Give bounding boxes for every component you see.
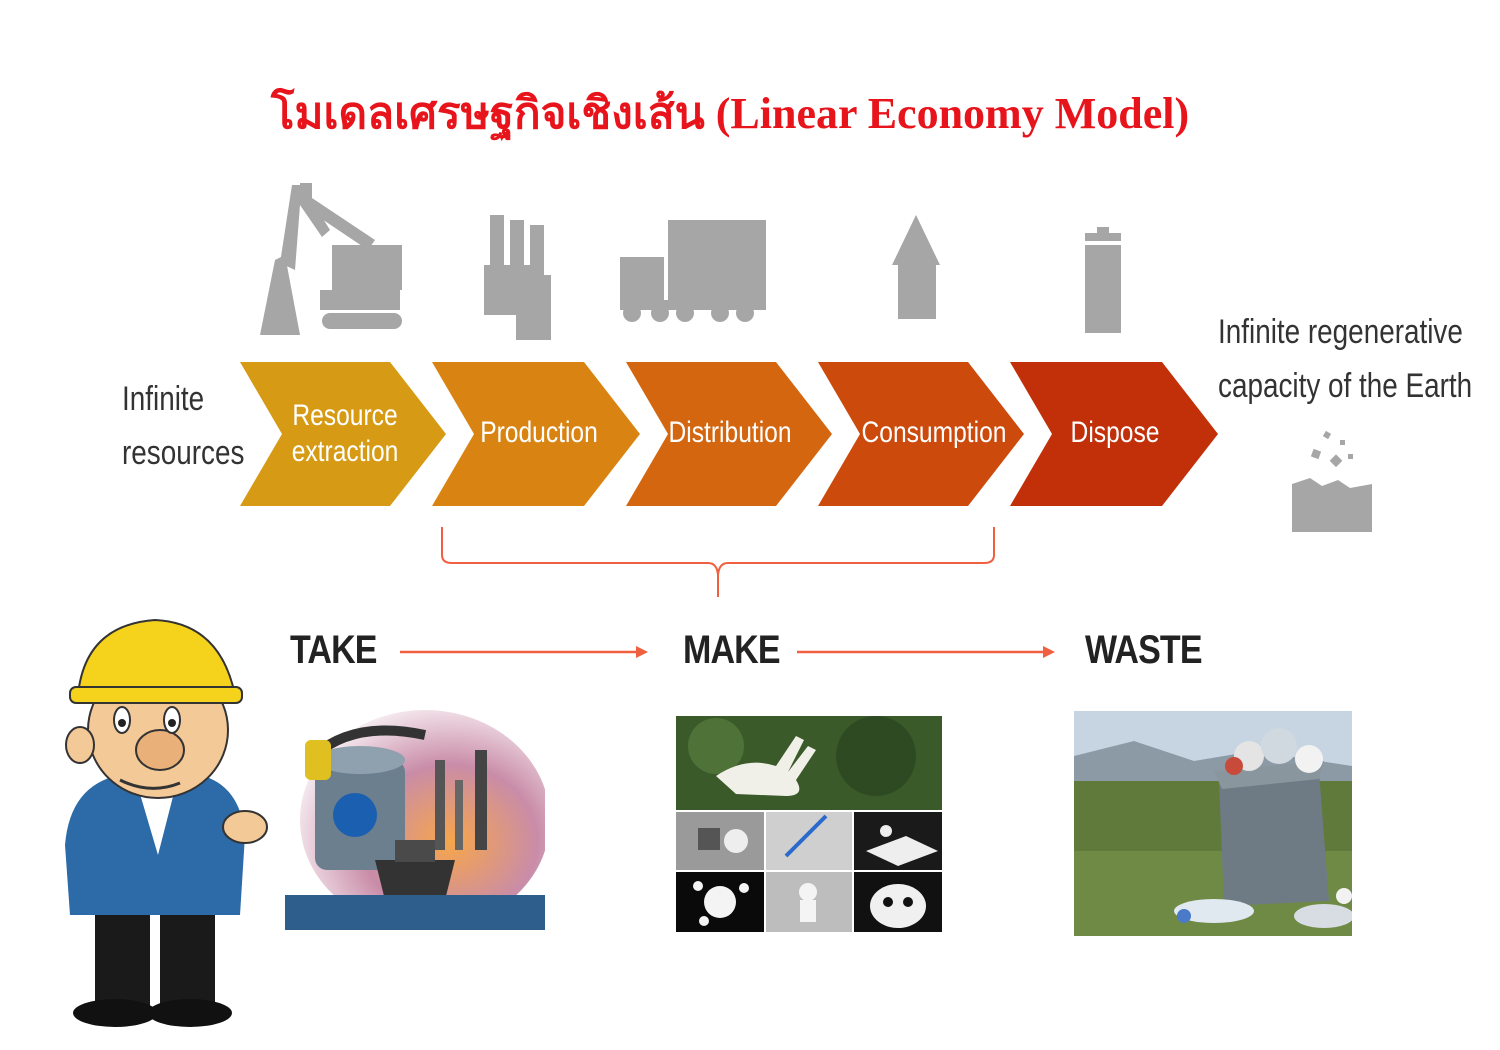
stage-bracket (441, 527, 995, 597)
earth-debris-icon (1292, 430, 1372, 532)
chevron-distribution (626, 362, 832, 506)
engineer-cartoon (65, 618, 268, 1027)
left-label-line: resources (122, 434, 245, 472)
stage-label-consumption: Consumption (861, 416, 1007, 449)
chevron-resource-extraction (240, 362, 446, 506)
right-label: Infinite regenerative capacity of the Ea… (1218, 305, 1472, 413)
stage-label-distribution: Distribution (668, 416, 792, 449)
chevron-consumption (818, 362, 1024, 506)
page-title: โมเดลเศรษฐกิจเชิงเส้น (Linear Economy Mo… (270, 89, 1190, 138)
right-label-line: Infinite regenerative (1218, 313, 1463, 351)
stage-label-production: Production (480, 416, 598, 449)
3d-printed-objects-image (676, 716, 942, 932)
stage-label-dispose: Dispose (1070, 416, 1160, 449)
stage-label-resource-extraction: Resource extraction (292, 398, 399, 470)
chevron-production (432, 362, 640, 506)
trash-can-icon (1085, 227, 1121, 333)
house-icon (892, 215, 940, 319)
stage-label-line: Resource (292, 399, 398, 432)
right-label-line: capacity of the Earth (1218, 367, 1473, 405)
stage-icons (260, 183, 1121, 340)
stage-chevrons (240, 362, 1218, 506)
waste-label: WASTE (1085, 628, 1203, 672)
chevron-dispose (1010, 362, 1218, 506)
excavator-icon (260, 183, 402, 335)
stage-label-line: extraction (291, 435, 399, 468)
truck-icon (620, 220, 766, 322)
make-label: MAKE (683, 628, 781, 672)
left-label-line: Infinite (122, 380, 205, 418)
make-to-waste-arrow (797, 646, 1055, 658)
oil-industry-image (285, 710, 545, 930)
factory-icon (484, 215, 551, 340)
take-to-make-arrow (400, 646, 648, 658)
left-label: Infinite resources (122, 372, 244, 480)
overflowing-dumpster-image (1074, 711, 1352, 936)
take-label: TAKE (290, 628, 377, 672)
